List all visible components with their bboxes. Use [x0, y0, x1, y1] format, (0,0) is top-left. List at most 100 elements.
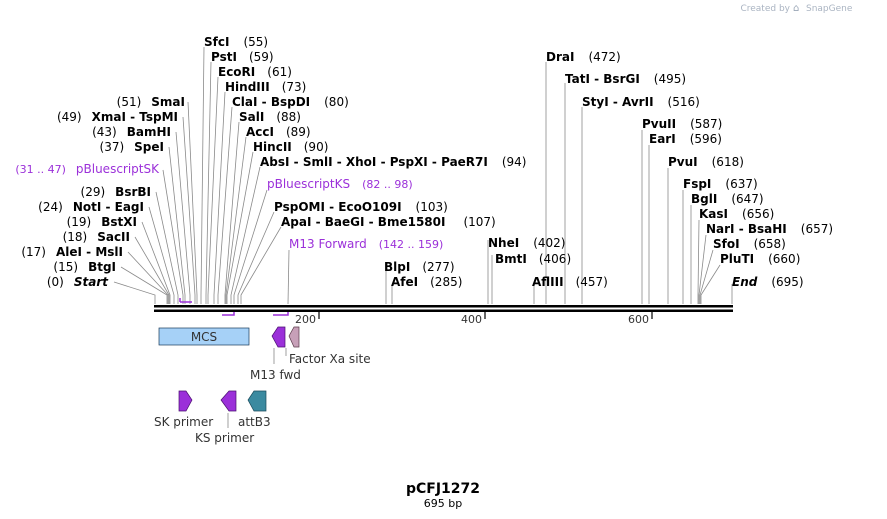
axis-tick-label: 200 — [295, 313, 316, 326]
cut-site-leader-lines — [113, 46, 733, 305]
plasmid-length: 695 bp — [424, 497, 462, 510]
site-label[interactable]: AbsI - SmlI - XhoI - PspXI - PaeR7I(94) — [260, 155, 527, 169]
cut-sites-left-cluster: (51)SmaI (49)XmaI - TspMI (43)BamHI (37)… — [21, 95, 185, 289]
site-label[interactable]: EcoRI(61) — [218, 65, 292, 79]
site-label[interactable]: StyI - AvrII(516) — [582, 95, 700, 109]
site-label[interactable]: EarI(596) — [649, 132, 722, 146]
m13-fwd-primer-arrow[interactable] — [271, 326, 286, 348]
cut-sites-right: BlpI(277) AfeI(285) NheI(402) BmtI(406) … — [384, 50, 833, 289]
factor-xa-site-arrow[interactable] — [288, 326, 300, 348]
site-label[interactable]: PstI(59) — [211, 50, 274, 64]
ks-primer-label: KS primer — [195, 431, 254, 445]
leader-pbluescriptsk — [162, 169, 184, 304]
end-label[interactable]: End(695) — [732, 275, 804, 289]
site-label[interactable]: ApaI - BaeGI - Bme1580I(107) — [281, 215, 496, 229]
site-label[interactable]: (51)SmaI — [117, 95, 185, 109]
site-label[interactable]: SfcI(55) — [204, 35, 268, 49]
backbone-bottom-strand — [154, 309, 733, 312]
site-label[interactable]: AccI(89) — [246, 125, 311, 139]
created-by-text: Created by — [740, 4, 790, 14]
leader-bstxi — [141, 221, 171, 304]
leader-psti — [205, 61, 212, 304]
feature-track: MCS Factor Xa site M13 fwd SK primer KS … — [154, 326, 371, 445]
site-label[interactable]: PluTI(660) — [720, 252, 800, 266]
site-label[interactable]: ClaI - BspDI(80) — [232, 95, 349, 109]
site-label[interactable]: (29)BsrBI — [81, 185, 151, 199]
site-label[interactable]: SalI(88) — [239, 110, 301, 124]
start-label[interactable]: (0)Start — [47, 275, 109, 289]
sk-primer-label: SK primer — [154, 415, 213, 429]
sequence-backbone: 200 400 600 — [154, 305, 733, 326]
site-label[interactable]: SfoI(658) — [713, 237, 786, 251]
site-label[interactable]: TatI - BsrGI(495) — [565, 72, 686, 86]
site-label[interactable]: (18)SacII — [63, 230, 130, 244]
site-label[interactable]: (19)BstXI — [67, 215, 137, 229]
primer-bar-pbluescriptks — [222, 311, 235, 316]
leader-pbluescriptks — [233, 189, 268, 304]
axis-tick-label: 400 — [461, 313, 482, 326]
leader-clai — [217, 106, 233, 304]
primer-binding-bars — [179, 298, 289, 316]
leader-noti — [148, 206, 175, 304]
leader-pspomi — [237, 211, 275, 304]
site-label[interactable]: KasI(656) — [699, 207, 774, 221]
site-label[interactable]: DraI(472) — [546, 50, 621, 64]
site-label[interactable]: AflIII(457) — [532, 275, 608, 289]
leader-hindiii — [213, 91, 226, 304]
leader-hincii — [226, 151, 254, 304]
leader-sfci — [200, 46, 205, 304]
mcs-feature[interactable] — [158, 327, 250, 346]
snapgene-branding: Created by ⌂ SnapGene — [740, 3, 852, 14]
leader-alei — [127, 251, 169, 304]
cut-sites-top-cluster: SfcI(55) PstI(59) EcoRI(61) HindIII(73) … — [204, 35, 527, 229]
site-label[interactable]: BlpI(277) — [384, 260, 455, 274]
attb3-label: attB3 — [238, 415, 271, 429]
site-label[interactable]: (43)BamHI — [92, 125, 171, 139]
sk-primer-arrow[interactable] — [178, 390, 193, 412]
site-label[interactable]: PvuI(618) — [668, 155, 744, 169]
primer-bar-pbluescriptsk — [179, 298, 192, 303]
site-label[interactable]: NarI - BsaHI(657) — [706, 222, 833, 236]
leader-sacii — [134, 236, 170, 304]
primer-label-pbluescriptsk[interactable]: (31 .. 47)pBluescriptSK — [15, 162, 160, 176]
site-label[interactable]: FspI(637) — [683, 177, 758, 191]
primer-bar-m13-forward — [273, 311, 289, 316]
site-label[interactable]: PvuII(587) — [642, 117, 722, 131]
plasmid-name: pCFJ1272 — [406, 481, 480, 497]
leader-bamhi — [175, 131, 191, 304]
leader-spei — [168, 146, 186, 304]
site-label[interactable]: PspOMI - EcoO109I(103) — [274, 200, 448, 214]
plasmid-title: pCFJ1272 695 bp — [406, 481, 480, 510]
site-label[interactable]: BmtI(406) — [495, 252, 571, 266]
backbone-top-strand — [154, 305, 733, 308]
snapgene-product-text: SnapGene — [806, 4, 853, 14]
factor-xa-label: Factor Xa site — [289, 352, 371, 366]
site-label[interactable]: (24)NotI - EagI — [38, 200, 144, 214]
site-label[interactable]: (49)XmaI - TspMI — [57, 110, 178, 124]
leader-acci — [225, 136, 247, 304]
leader-sfoi — [699, 249, 714, 304]
site-label[interactable]: AfeI(285) — [391, 275, 462, 289]
leader-m13forward — [287, 249, 290, 305]
site-label[interactable]: (15)BtgI — [53, 260, 116, 274]
site-label[interactable]: BglI(647) — [691, 192, 764, 206]
site-label[interactable]: (37)SpeI — [100, 140, 164, 154]
ks-primer-arrow[interactable] — [220, 390, 237, 412]
leader-ecori — [207, 76, 219, 304]
axis-tick-label: 600 — [628, 313, 649, 326]
leader-xmai — [182, 116, 196, 304]
site-label[interactable]: HincII(90) — [253, 140, 328, 154]
primer-label-m13-forward[interactable]: M13 Forward(142 .. 159) — [289, 237, 443, 251]
leader-smai — [187, 101, 198, 304]
primer-label-pbluescriptks[interactable]: pBluescriptKS(82 .. 98) — [267, 177, 413, 191]
attb3-arrow[interactable] — [247, 390, 267, 412]
leader-btgi — [120, 266, 168, 304]
site-label[interactable]: (17)AleI - MslI — [21, 245, 123, 259]
leader-nari — [698, 234, 707, 304]
leader-start — [113, 281, 156, 304]
site-label[interactable]: HindIII(73) — [225, 80, 306, 94]
leader-kasi — [697, 219, 700, 304]
site-label[interactable]: NheI(402) — [488, 236, 565, 250]
leader-sali — [224, 121, 240, 304]
